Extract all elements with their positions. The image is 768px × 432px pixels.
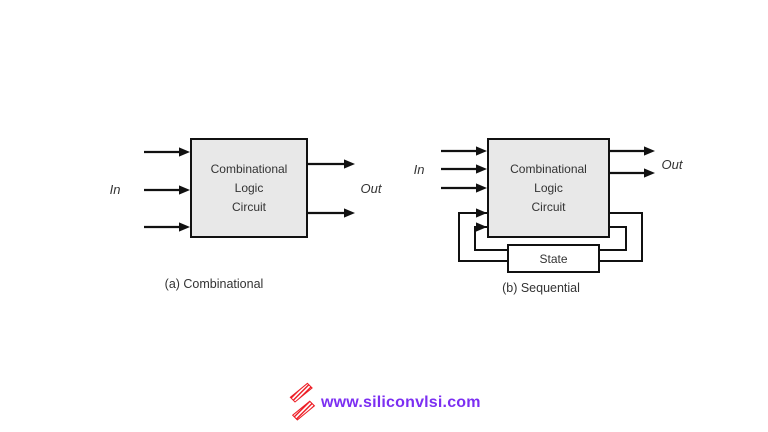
input-label-b: In <box>413 162 425 177</box>
diagram-a-output-arrows <box>308 159 355 218</box>
box-text-line: Circuit <box>231 199 266 214</box>
box-text-line: Combinational <box>510 161 587 176</box>
input-label-a: In <box>109 182 121 197</box>
state-box-label: State <box>539 251 568 266</box>
box-text-line: Circuit <box>531 199 566 214</box>
state-box: State <box>507 244 600 273</box>
box-text-line: Logic <box>234 180 264 195</box>
website-watermark: www.siliconvlsi.com <box>321 394 481 411</box>
diagram-b-input-arrows <box>441 146 487 193</box>
combinational-logic-box-b: Combinational Logic Circuit <box>487 138 610 238</box>
box-text-line: Combinational <box>210 161 288 176</box>
caption-sequential: (b) Sequential <box>502 281 580 295</box>
output-label-a: Out <box>360 181 382 196</box>
lightning-bolt-icon <box>289 382 316 421</box>
diagram-b-output-arrows <box>610 146 655 178</box>
diagram-a-input-arrows <box>144 147 190 232</box>
box-text-line: Logic <box>534 180 563 195</box>
combinational-logic-box-a: Combinational Logic Circuit <box>190 138 308 238</box>
caption-combinational: (a) Combinational <box>164 277 264 291</box>
output-label-b: Out <box>661 157 683 172</box>
